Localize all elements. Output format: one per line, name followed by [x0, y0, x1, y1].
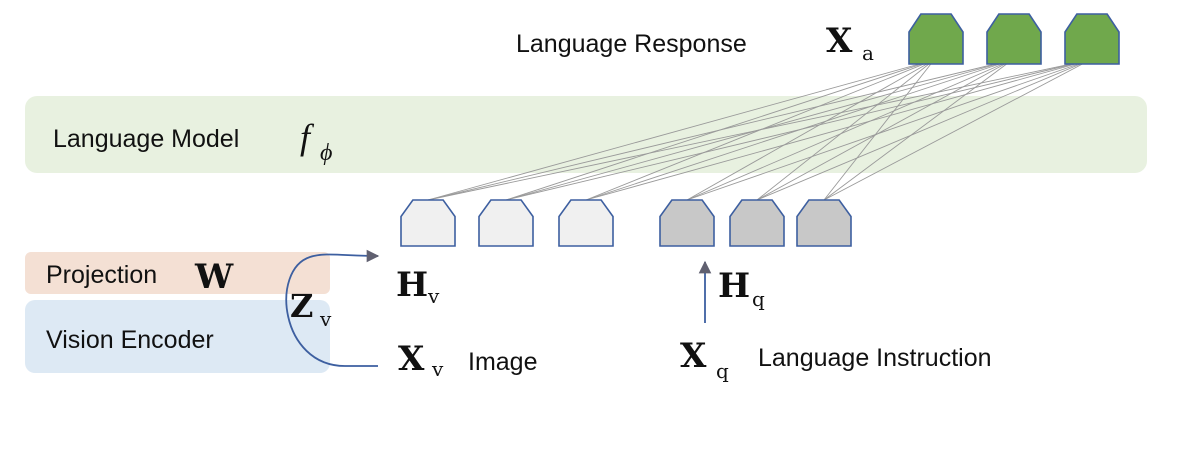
language-response-label: Language Response — [516, 30, 747, 58]
language-response-symbol: X — [826, 21, 853, 61]
language-response-label-group: Language Response X a — [516, 21, 874, 65]
instruction-token — [796, 199, 852, 247]
image-tokens-symbol: H — [396, 265, 428, 305]
image-token — [478, 199, 534, 247]
instruction-tokens — [659, 199, 852, 247]
token-connection-line — [823, 59, 1013, 201]
instruction-token — [729, 199, 785, 247]
vision-features-symbol: Z — [290, 287, 313, 325]
image-tokens-subscript: v — [427, 284, 440, 308]
vision-features-subscript: v — [319, 307, 332, 331]
token-connection-line — [585, 59, 935, 201]
token-connection-line — [756, 59, 1013, 201]
projection-arrow — [285, 249, 380, 367]
projection-label: Projection — [46, 261, 157, 289]
token-connection-line — [823, 59, 1091, 201]
vision-encoder-box — [25, 300, 330, 373]
image-input-label: Image — [468, 348, 537, 376]
token-connection-line — [686, 59, 1013, 201]
response-token — [986, 13, 1042, 65]
token-connection-line — [686, 59, 1091, 201]
instruction-tokens-symbol: H — [718, 266, 750, 306]
image-input-symbol: X — [398, 339, 425, 379]
vision-encoder-label: Vision Encoder — [46, 326, 214, 354]
instruction-input-subscript: q — [716, 359, 729, 383]
language-model-subscript: ϕ — [320, 140, 332, 166]
response-tokens — [908, 13, 1120, 65]
language-response-subscript: a — [862, 41, 874, 65]
instruction-input-symbol: X — [680, 336, 707, 376]
token-connection-line — [585, 58, 1091, 201]
image-input-subscript: v — [431, 357, 444, 381]
projection-box — [25, 252, 330, 294]
token-connection-line — [756, 59, 935, 201]
language-model-label: Language Model — [53, 125, 239, 153]
token-connections — [427, 58, 1091, 201]
image-tokens — [400, 199, 614, 247]
response-token — [908, 13, 964, 65]
image-token — [400, 199, 456, 247]
projection-symbol: W — [194, 257, 234, 297]
instruction-token — [659, 199, 715, 247]
instruction-tokens-subscript: q — [752, 287, 765, 311]
token-connection-line — [505, 59, 935, 201]
token-connection-line — [686, 59, 935, 201]
instruction-input-label: Language Instruction — [758, 344, 992, 372]
image-token — [558, 199, 614, 247]
token-connection-line — [756, 59, 1091, 201]
token-connection-line — [427, 58, 935, 201]
token-connection-line — [823, 59, 935, 201]
token-connection-line — [585, 59, 1013, 201]
response-token — [1064, 13, 1120, 65]
